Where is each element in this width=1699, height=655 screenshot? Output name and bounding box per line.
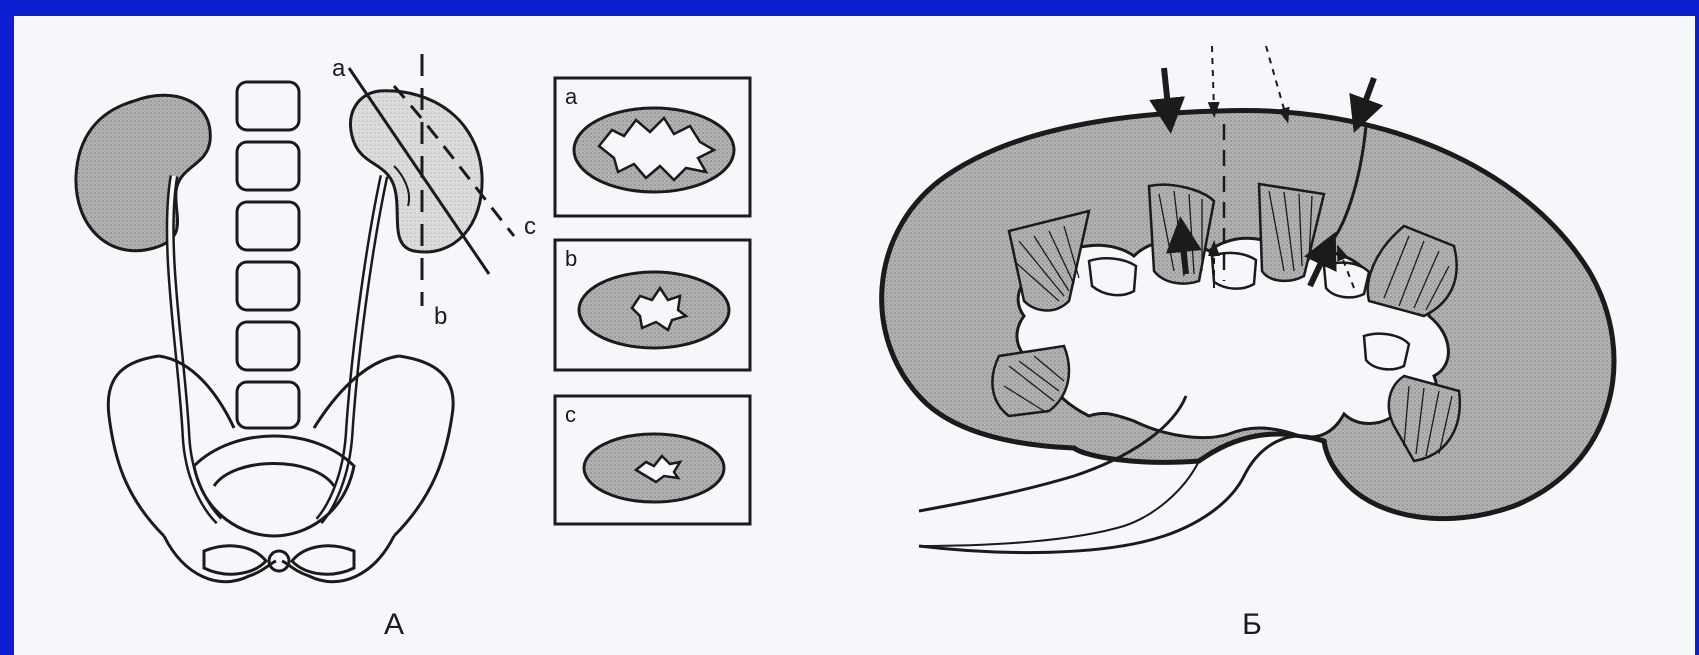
cross-section-a: a	[555, 78, 750, 216]
left-kidney	[76, 95, 210, 250]
cross-sections: a b c	[555, 78, 750, 524]
panel-b-caption: Б	[1242, 608, 1262, 641]
lumbar-spine	[237, 82, 299, 428]
panel-a-caption: А	[384, 608, 404, 641]
cross-section-c-label: c	[565, 402, 576, 427]
panel-b: Б	[882, 46, 1614, 641]
cross-section-b-label: b	[565, 246, 577, 271]
cut-label-b: b	[434, 303, 447, 330]
figure-svg: a b c А a b	[14, 16, 1695, 655]
panel-a: a b c А	[76, 54, 536, 641]
scanned-figure: a b c А a b	[14, 16, 1695, 655]
cross-section-c: c	[555, 396, 750, 524]
cross-section-a-label: a	[565, 84, 578, 109]
cut-label-c: c	[524, 213, 536, 240]
cut-label-a: a	[332, 55, 346, 82]
cross-section-b: b	[555, 240, 750, 370]
